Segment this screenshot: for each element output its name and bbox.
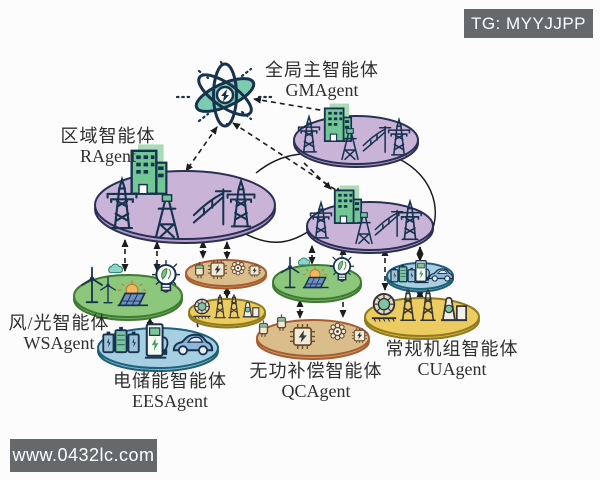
ees-cluster-2 [386, 259, 454, 293]
ws-agent-label-zh: 风/光智能体 [8, 313, 110, 333]
arrow-gm-ra [185, 126, 218, 172]
gm-agent-label-en: GMAgent [285, 80, 359, 101]
ws-agent-label: 风/光智能体 WSAgent [0, 313, 118, 353]
gear-flower-icon [328, 322, 347, 341]
ws-cluster-2 [272, 254, 362, 303]
cu-agent-label: 常规机组智能体 CUAgent [376, 339, 528, 379]
ra-cluster-left [94, 144, 276, 244]
green-building-icon [333, 184, 363, 225]
ees-agent-label: 电储能智能体 EESAgent [100, 371, 240, 411]
watermark-text: www.0432lc.com [12, 445, 155, 465]
ees-agent-label-en: EESAgent [132, 391, 208, 412]
lightning-bolt-icon [221, 89, 229, 102]
qc-cluster [256, 314, 370, 360]
arrow-topright-midright [303, 162, 332, 190]
ra-agent-label: 区域智能体 RAgent [38, 126, 178, 166]
cu-cluster [364, 289, 480, 340]
cu-agent-label-zh: 常规机组智能体 [385, 339, 519, 359]
ra-agent-label-en: RAgent [80, 146, 136, 167]
gm-agent-node [175, 60, 275, 130]
tg-badge: TG: MYYJJPP [464, 9, 593, 38]
qc-cluster-small [185, 259, 267, 290]
cloud-icon [108, 263, 124, 274]
gm-agent-label-zh: 全局主智能体 [265, 60, 379, 80]
ra-agent-label-zh: 区域智能体 [60, 126, 156, 146]
ees-agent-label-zh: 电储能智能体 [113, 371, 227, 391]
ees-cluster [97, 314, 219, 372]
qc-agent-label-zh: 无功补偿智能体 [249, 361, 383, 381]
ra-cluster-mid-right [306, 184, 434, 254]
generator-wheel-icon [192, 298, 212, 319]
ra-cluster-top-right [293, 102, 419, 168]
generator-wheel-icon [370, 292, 398, 322]
ws-cluster [73, 260, 183, 321]
qc-agent-label-en: QCAgent [281, 381, 351, 402]
qc-agent-label: 无功补偿智能体 QCAgent [240, 361, 392, 401]
ws-agent-label-en: WSAgent [23, 333, 95, 354]
gear-flower-icon [230, 260, 246, 276]
gm-agent-label: 全局主智能体 GMAgent [252, 60, 392, 100]
cu-cluster-small [188, 294, 266, 329]
link-ra-to-midright [239, 230, 310, 243]
watermark-badge: www.0432lc.com [10, 439, 157, 472]
tg-badge-text: TG: MYYJJPP [470, 13, 587, 33]
atom-energy-icon [194, 62, 256, 128]
cu-agent-label-en: CUAgent [417, 359, 487, 380]
cloud-icon [297, 257, 311, 266]
